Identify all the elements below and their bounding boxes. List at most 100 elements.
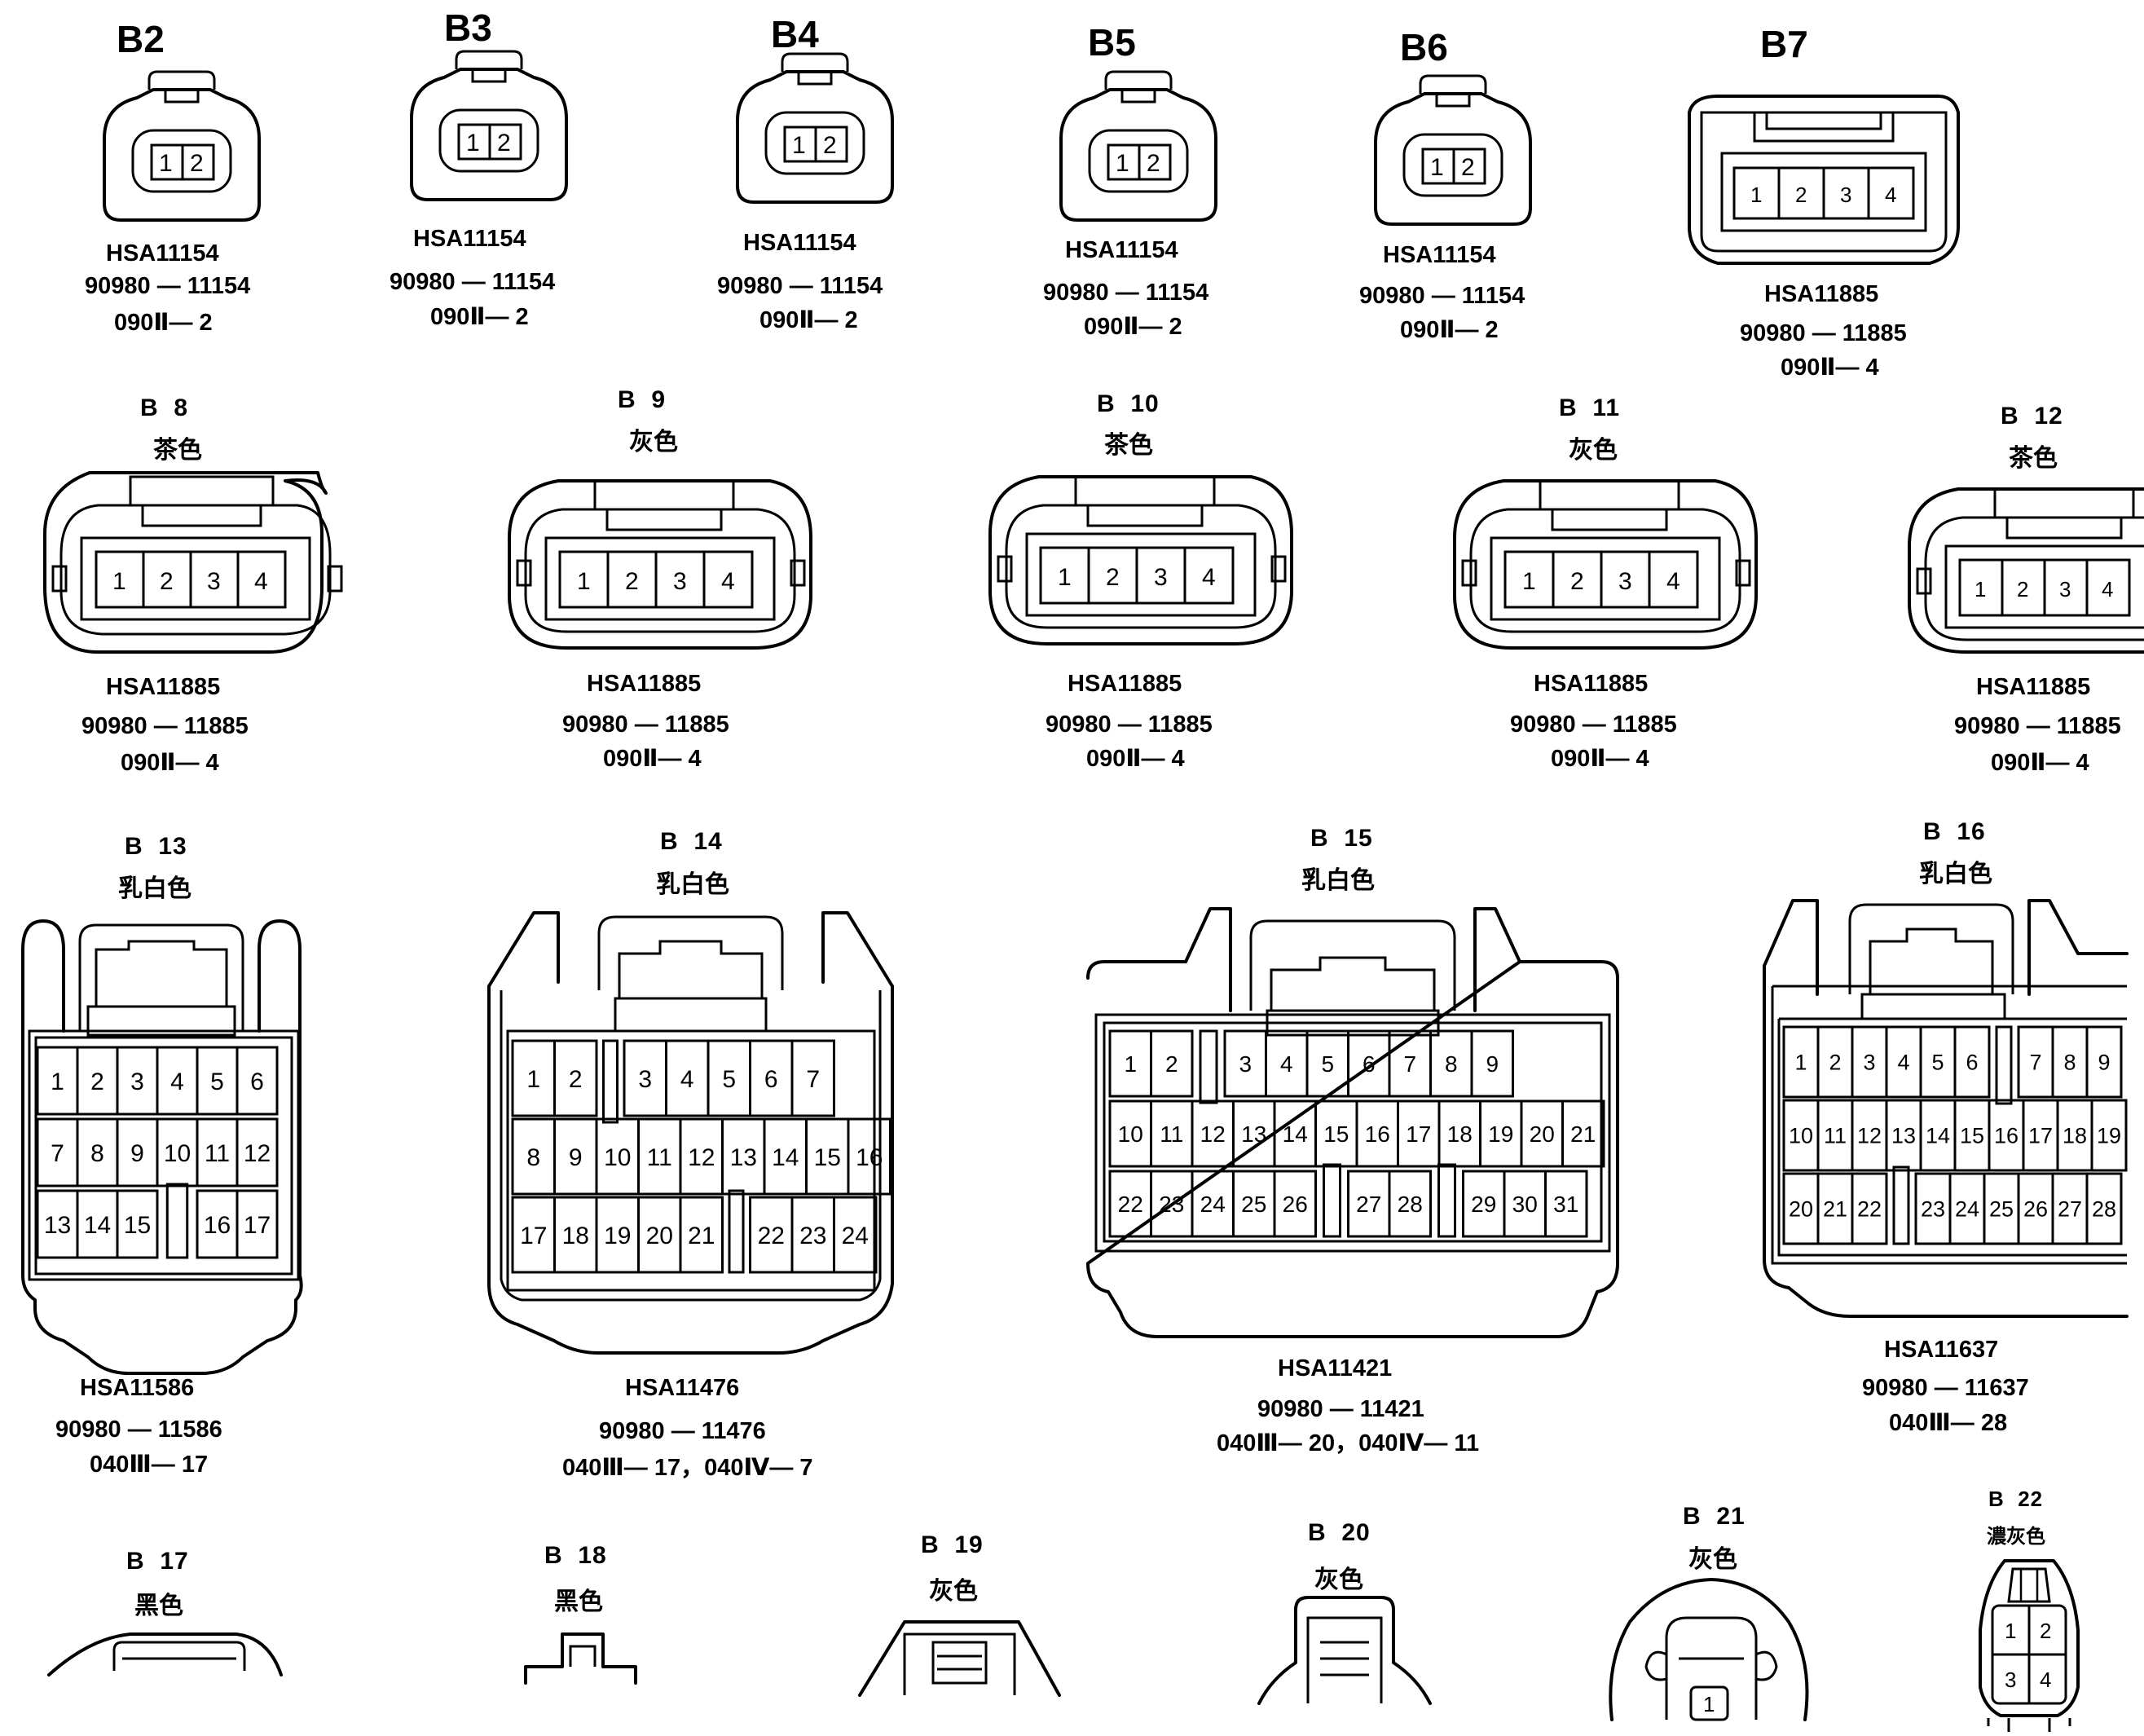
connector-id: B 8 xyxy=(140,394,188,421)
pin-label: 28 xyxy=(2092,1197,2116,1222)
pin-cell xyxy=(1470,1029,1514,1098)
connector-b2-housing: 1 2 xyxy=(103,70,261,222)
pin-label: 5 xyxy=(722,1066,736,1093)
keying-slot xyxy=(1892,1165,1910,1245)
connector-id: B6 xyxy=(1400,26,1448,68)
part-number: 90980 — 11885 xyxy=(1510,712,1677,738)
pin-cell xyxy=(116,1189,159,1259)
connector-id: B7 xyxy=(1760,23,1808,65)
page-ref: 040Ⅲ— 17 xyxy=(90,1452,208,1478)
part-number: 90980 — 11885 xyxy=(1954,713,2121,739)
pin-label: 21 xyxy=(1570,1121,1596,1147)
pin-label: 2 xyxy=(90,1068,104,1095)
part-number: 90980 — 11476 xyxy=(599,1418,766,1444)
connector-b12: B 12 茶色 1 2 3 4 HSA11885 90980 — 11885 0… xyxy=(1908,403,2144,776)
part-number: 90980 — 11154 xyxy=(717,273,883,299)
keying-slot xyxy=(602,1039,619,1124)
pin-label: 4 xyxy=(254,568,268,595)
pin-label: 7 xyxy=(2029,1051,2041,1075)
pin-label: 1 xyxy=(159,150,173,177)
pin-label: 1 xyxy=(2005,1619,2016,1643)
page-ref: 090Ⅱ— 2 xyxy=(1084,314,1182,340)
pin-label: 1 xyxy=(1975,577,1986,601)
color-label: 灰色 xyxy=(629,429,678,456)
pin-label: 2 xyxy=(1165,1051,1178,1077)
pin-label: 16 xyxy=(1365,1121,1390,1147)
pin-label: 3 xyxy=(207,568,221,595)
pin-cell xyxy=(1273,1170,1317,1238)
pin-label: 14 xyxy=(772,1144,799,1171)
connector-b11: B 11 灰色 1 2 3 4 HSA11885 90980 — 11885 0… xyxy=(1453,394,1758,772)
connector-id: B 13 xyxy=(125,833,187,860)
pin-label: 4 xyxy=(1202,564,1216,591)
pin-label: 22 xyxy=(1857,1197,1882,1222)
pin-label: 5 xyxy=(210,1068,224,1095)
pin-label: 6 xyxy=(1363,1051,1376,1077)
connector-b21: B 21 灰色 1 xyxy=(1609,1503,1809,1721)
pin-label: 1 xyxy=(577,568,591,595)
pin-label: 10 xyxy=(1789,1124,1813,1148)
pin-label: 11 xyxy=(647,1144,672,1171)
pin-label: 19 xyxy=(604,1223,631,1249)
pin-label: 1 xyxy=(1703,1692,1715,1716)
pin-label: 2 xyxy=(1106,564,1120,591)
keying-slot xyxy=(165,1183,189,1259)
pin-label: 20 xyxy=(1530,1121,1555,1147)
pin-label: 7 xyxy=(1403,1051,1416,1077)
connector-b11-housing: 1 2 3 4 xyxy=(1453,479,1758,650)
color-label: 乳白色 xyxy=(1301,867,1375,894)
pin-label: 9 xyxy=(130,1140,144,1167)
pin-label: 3 xyxy=(1154,564,1168,591)
pin-label: 1 xyxy=(1058,564,1072,591)
connector-id: B 21 xyxy=(1683,1503,1746,1530)
pin-label: 10 xyxy=(1118,1121,1143,1147)
keying-slot xyxy=(1437,1163,1456,1238)
pin-label: 14 xyxy=(84,1212,111,1239)
pin-label: 14 xyxy=(1926,1124,1950,1148)
connector-b3: B3 1 2 HSA11154 90980 — 11154 090Ⅱ— 2 xyxy=(390,7,568,330)
pin-cell xyxy=(553,1039,598,1117)
part-number: 90980 — 11154 xyxy=(1359,283,1525,309)
pin-label: 22 xyxy=(758,1223,785,1249)
connector-id: B 17 xyxy=(126,1548,189,1575)
pin-cell xyxy=(1953,1025,1991,1099)
connector-id: B 16 xyxy=(1923,818,1986,845)
connector-b10-housing: 1 2 3 4 xyxy=(988,475,1293,645)
pin-label: 4 xyxy=(170,1068,184,1095)
pin-label: 5 xyxy=(1931,1051,1944,1075)
page-ref: 090Ⅱ— 4 xyxy=(1991,750,2089,776)
pin-label: 4 xyxy=(1897,1051,1909,1075)
pin-cell xyxy=(679,1196,724,1274)
pin-label: 3 xyxy=(130,1068,144,1095)
pin-label: 2 xyxy=(1829,1051,1841,1075)
page-ref: 090Ⅱ— 4 xyxy=(1781,355,1879,381)
connector-b7-housing: 1 2 3 4 xyxy=(1688,95,1960,265)
pin-label: 17 xyxy=(244,1212,271,1239)
color-label: 黑色 xyxy=(554,1588,603,1615)
pin-label: 26 xyxy=(1283,1192,1308,1217)
pin-cell xyxy=(790,1039,835,1117)
part-code: HSA11421 xyxy=(1278,1355,1392,1381)
pin-label: 17 xyxy=(1406,1121,1431,1147)
connector-id: B 18 xyxy=(544,1542,607,1569)
pin-label: 13 xyxy=(44,1212,71,1239)
connector-b20: B 20 灰色 xyxy=(1257,1519,1432,1705)
pin-label: 3 xyxy=(1239,1051,1252,1077)
page-ref: 090Ⅱ— 2 xyxy=(759,307,858,333)
part-code: HSA11154 xyxy=(1383,242,1496,268)
connector-b9: B 9 灰色 1 2 3 4 HSA11885 90980 — 11885 09… xyxy=(508,386,812,772)
pin-cell xyxy=(1851,1172,1888,1245)
pin-label: 19 xyxy=(2097,1124,2121,1148)
pin-label: 18 xyxy=(2063,1124,2087,1148)
pin-label: 30 xyxy=(1512,1192,1538,1217)
pin-label: 1 xyxy=(1750,183,1762,207)
part-code: HSA11154 xyxy=(106,240,219,267)
pin-label: 24 xyxy=(1200,1192,1226,1217)
pin-cell xyxy=(1150,1029,1194,1098)
connector-id: B 15 xyxy=(1310,825,1373,852)
